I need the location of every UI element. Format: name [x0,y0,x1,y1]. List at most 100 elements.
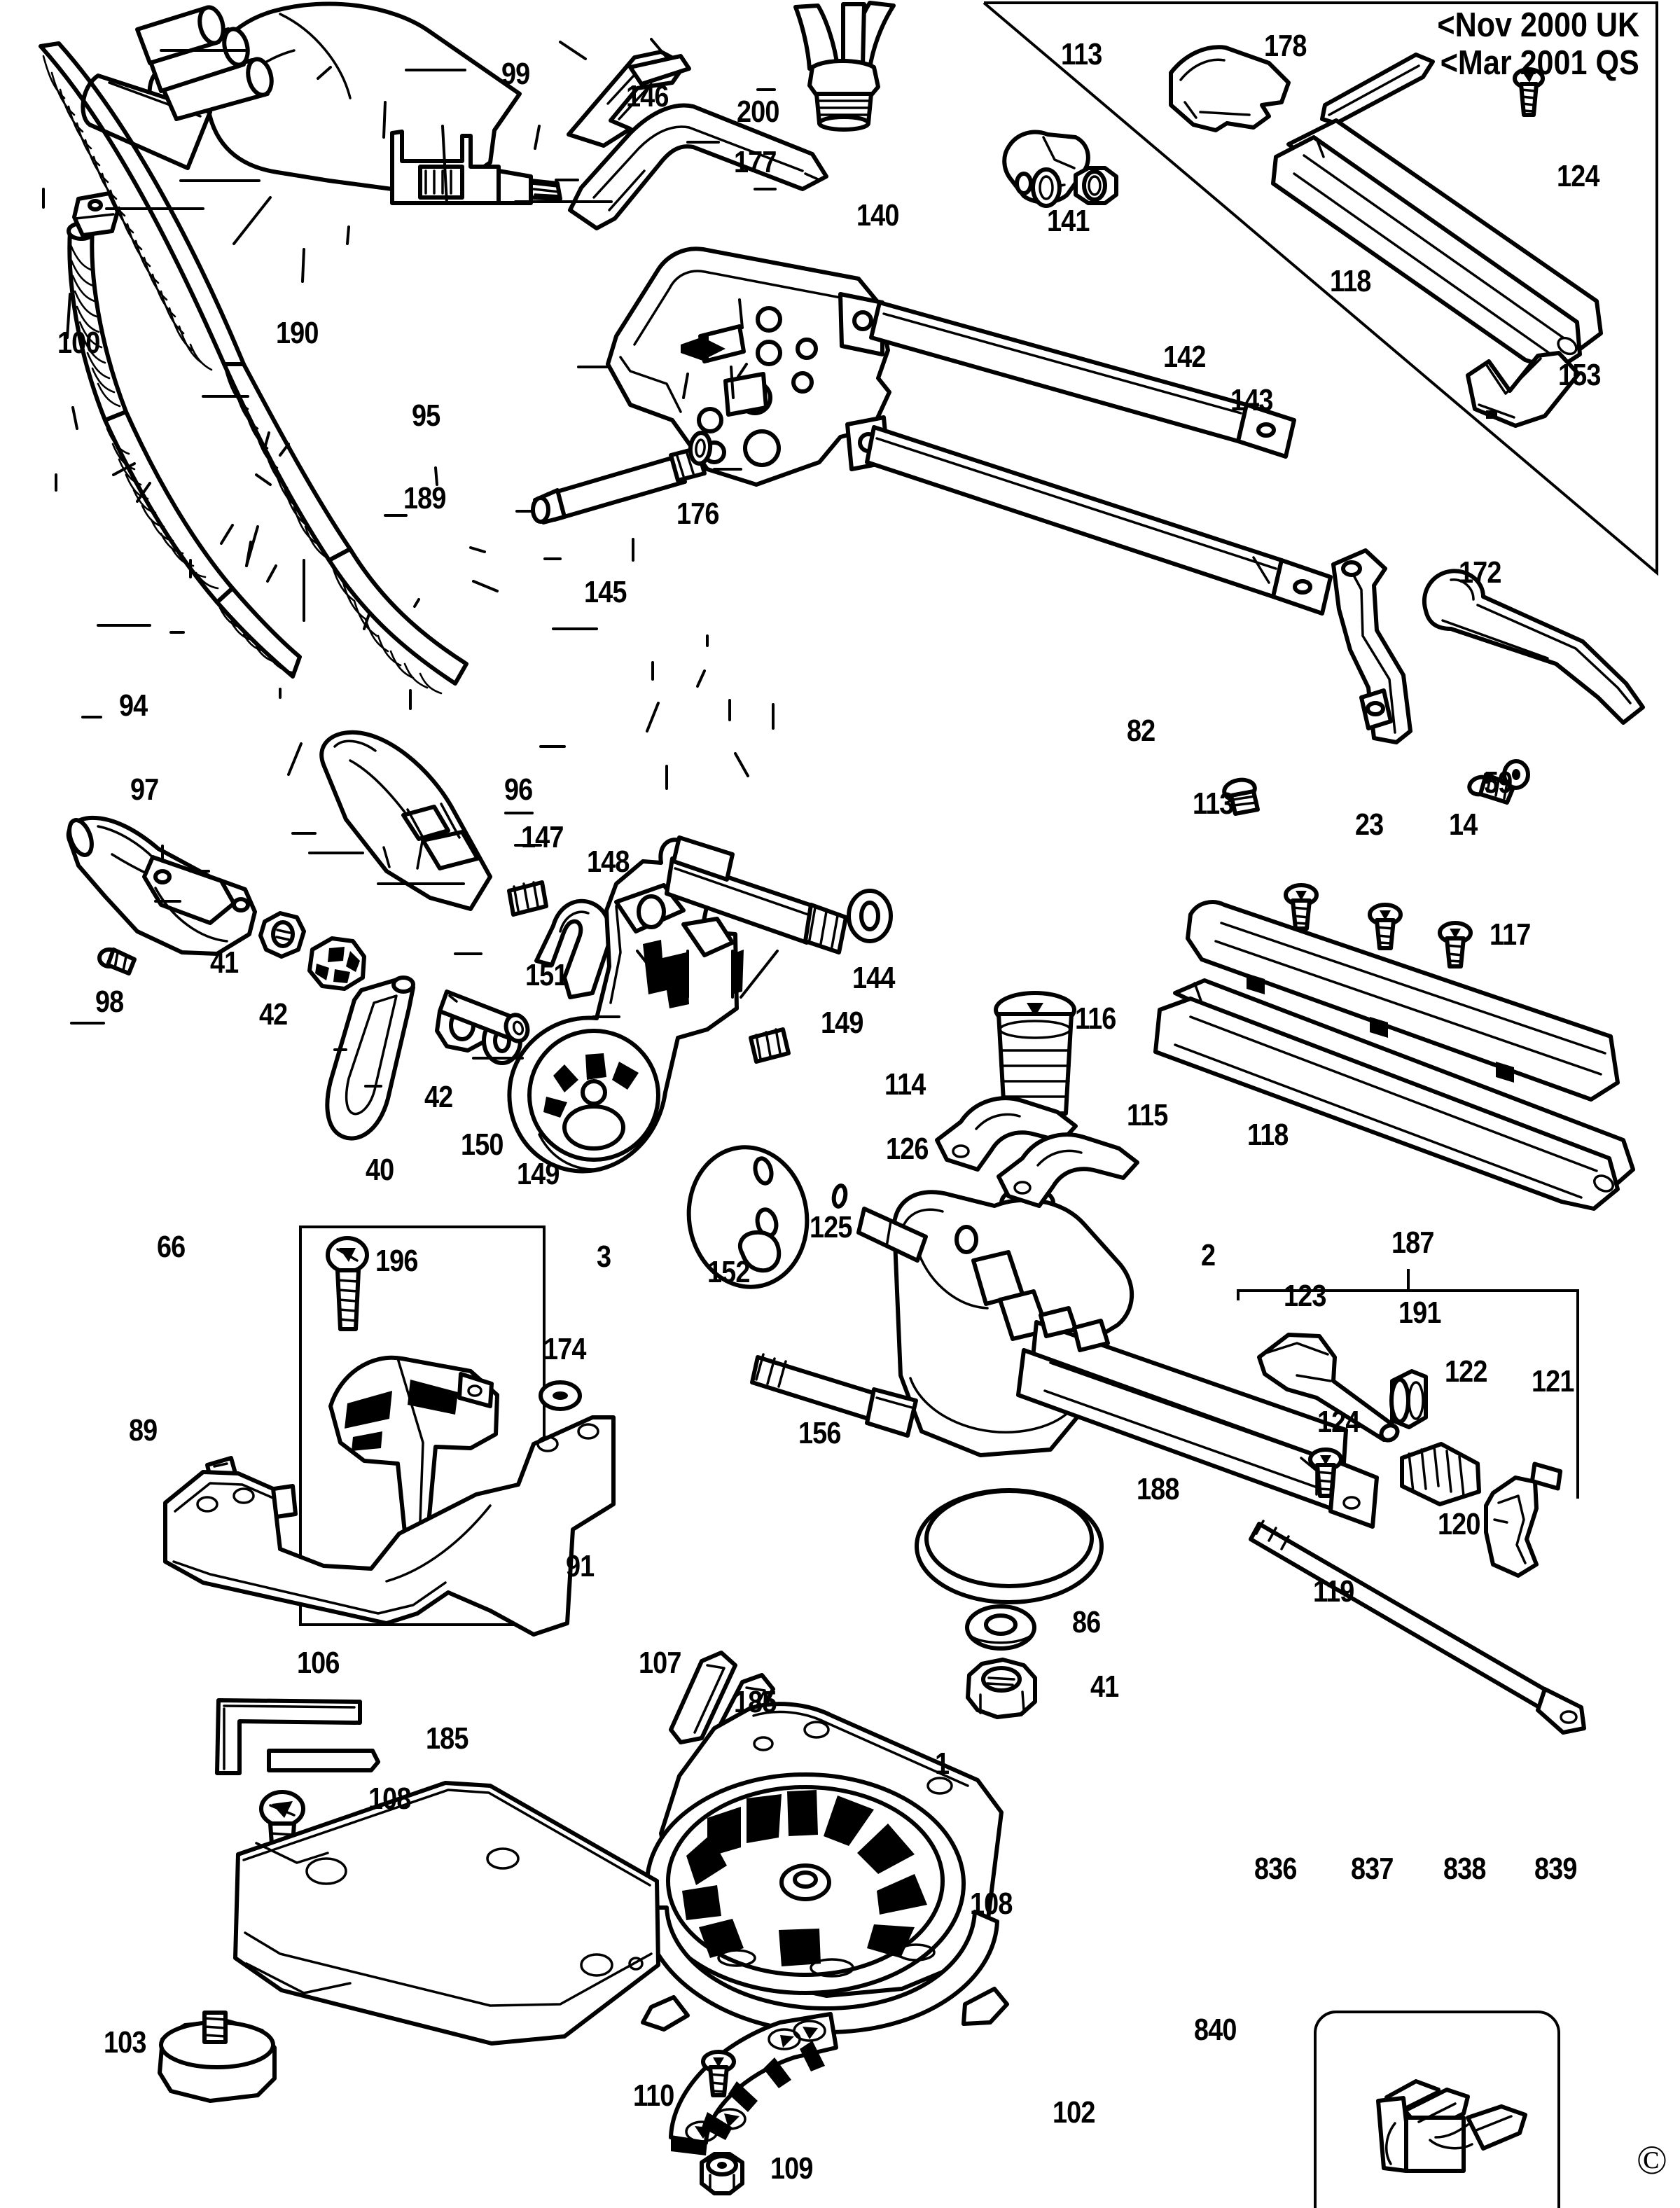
callout-66: 66 [157,1230,186,1264]
part-103-foot [158,2011,277,2103]
part-178-key [1320,53,1435,125]
callout-142: 142 [1163,340,1206,374]
part-118-fence-rail [1153,978,1635,1211]
part-113-end-cap-inset [1169,45,1291,132]
callout-42: 42 [424,1080,453,1114]
inset-box-66 [299,1225,546,1626]
part-120-lever [1484,1476,1539,1578]
part-41-nut-lower [966,1658,1037,1719]
part-117-screws [1284,883,1473,968]
callout-124: 124 [1317,1405,1360,1439]
callout-200: 200 [737,95,779,129]
part-95-flexible-hose [39,41,468,695]
callout-113: 113 [1193,786,1234,821]
callout-189: 189 [403,481,446,515]
callout-82: 82 [1127,714,1155,748]
leader-lines [42,38,779,1088]
part-174-washer [539,1380,582,1411]
part-146-clip [567,50,691,148]
callout-838: 838 [1443,1852,1486,1886]
callout-122: 122 [1445,1354,1487,1389]
callout-151: 151 [525,958,568,992]
part-124-screw [1308,1447,1343,1498]
callout-120: 120 [1438,1507,1480,1541]
note-line-1: <Nov 2000 UK [1437,6,1639,44]
callout-149: 149 [821,1006,863,1040]
callout-99: 99 [501,57,530,91]
callout-188: 188 [1137,1472,1179,1506]
part-124-screw-inset [1513,67,1545,117]
part-113-fence-bar [1186,900,1620,1102]
part-2-turntable [856,1190,1379,1529]
part-110-screw [701,2050,736,2097]
callout-191: 191 [1398,1296,1441,1330]
callout-41: 41 [1090,1669,1119,1704]
callout-116: 116 [1075,1001,1116,1036]
part-196-screw [326,1236,369,1331]
callout-190: 190 [276,316,319,350]
callout-108: 108 [368,1782,411,1816]
callout-100: 100 [57,326,100,360]
part-119-rod [1249,1520,1586,1735]
callout-124: 124 [1557,159,1599,193]
part-109-nut [700,2152,744,2195]
part-86-washer [965,1604,1036,1651]
part-98-screw [97,947,137,975]
callout-148: 148 [587,845,630,879]
part-191-bushing [1389,1369,1428,1429]
callout-185: 185 [734,1685,777,1719]
part-176-washer [688,431,713,466]
part-177-handle-cover [568,103,828,230]
callout-96: 96 [504,772,533,807]
part-118-fence-rail-inset [1271,118,1603,372]
inset-box-840 [1314,2011,1560,2208]
callout-196: 196 [375,1244,418,1278]
callout-95: 95 [412,398,440,433]
part-102-kerf-plate [669,2012,838,2155]
callout-836: 836 [1254,1852,1297,1886]
callout-177: 177 [734,145,777,179]
callout-114: 114 [884,1067,926,1102]
part-82-screw [1222,777,1260,816]
callout-14: 14 [1449,807,1478,842]
callout-150: 150 [461,1127,504,1162]
callout-107: 107 [639,1646,681,1680]
part-188-ring [915,1488,1104,1604]
part-42-coupling-left [307,936,366,991]
callout-3: 3 [597,1240,611,1274]
callout-106: 106 [297,1646,340,1680]
callout-187: 187 [1391,1225,1434,1260]
callout-97: 97 [130,772,159,807]
callout-103: 103 [104,2025,146,2060]
callout-174: 174 [543,1332,586,1366]
callout-146: 146 [626,79,669,113]
part-143-washer [1031,167,1062,208]
part-187-group-bracket [1237,1269,1579,1499]
callout-840: 840 [1194,2013,1237,2047]
callout-126: 126 [886,1132,929,1166]
callout-143: 143 [1230,383,1273,417]
mitre-detent-plate [645,1772,966,1995]
part-149-grub-screw-right [749,1027,791,1064]
callout-119: 119 [1313,1574,1354,1609]
callout-41: 41 [210,945,239,980]
callout-40: 40 [366,1153,394,1187]
copyright-symbol: © [1636,2137,1667,2183]
callout-86: 86 [1072,1605,1101,1639]
callout-102: 102 [1053,2095,1095,2130]
callout-156: 156 [798,1416,841,1450]
part-1-base [233,1702,1009,2046]
callout-140: 140 [856,198,899,232]
part-96-nozzle [319,730,492,911]
part-148-bracket [534,898,612,999]
callout-121: 121 [1532,1364,1574,1398]
callout-91: 91 [566,1549,595,1583]
callout-144: 144 [852,961,895,995]
part-140-motor-housing [606,247,1333,616]
part-40-u-clip [325,975,415,1141]
part-200-wire-harness [793,1,896,132]
callout-147: 147 [521,820,564,854]
callout-23: 23 [1355,807,1384,842]
